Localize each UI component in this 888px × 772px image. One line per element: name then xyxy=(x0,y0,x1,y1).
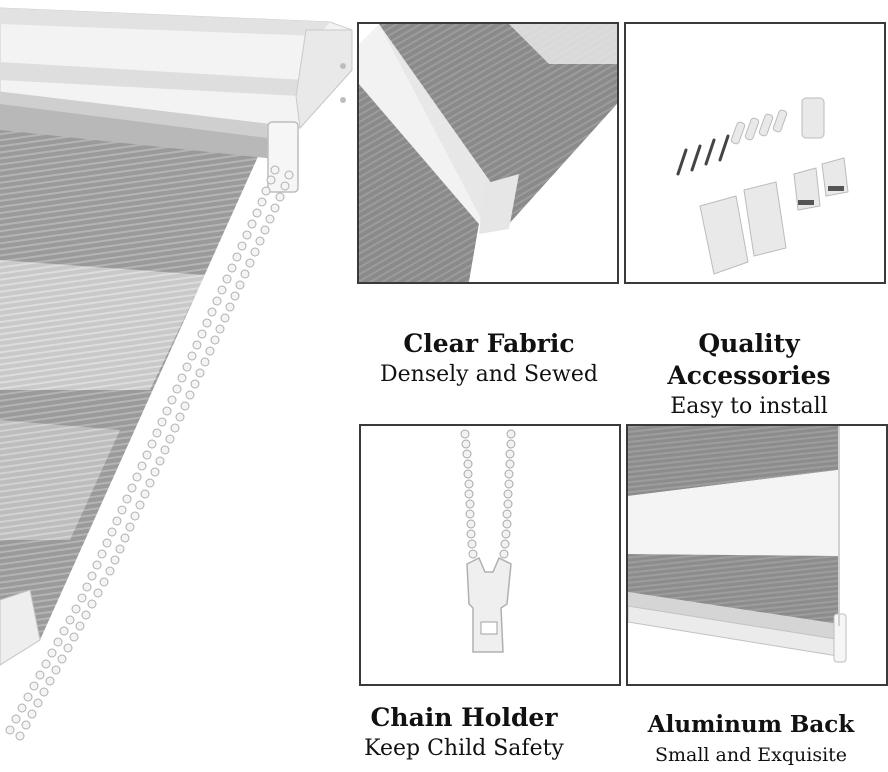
feature-subtitle: Keep Child Safety xyxy=(364,736,564,761)
quality-accessories-image xyxy=(624,22,886,284)
feature-title: Aluminum Back xyxy=(647,711,855,738)
feature-chain-holder: Chain Holder Keep Child Safety xyxy=(344,702,584,764)
feature-subtitle: Easy to install xyxy=(670,394,828,419)
feature-title: Quality Accessories xyxy=(667,329,831,390)
feature-aluminum-back: Aluminum Back Small and Exquisite xyxy=(640,710,862,770)
feature-subtitle: Small and Exquisite xyxy=(654,744,848,766)
feature-quality-accessories: Quality Accessories Easy to install xyxy=(617,328,881,422)
clear-fabric-image xyxy=(357,22,619,284)
aluminum-back-image xyxy=(626,424,888,686)
feature-title: Chain Holder xyxy=(370,703,558,732)
feature-subtitle: Densely and Sewed xyxy=(380,362,598,387)
feature-title: Clear Fabric xyxy=(403,329,575,358)
chain-holder-image xyxy=(359,424,621,686)
feature-clear-fabric: Clear Fabric Densely and Sewed xyxy=(350,328,628,390)
product-hero-image xyxy=(0,0,356,768)
